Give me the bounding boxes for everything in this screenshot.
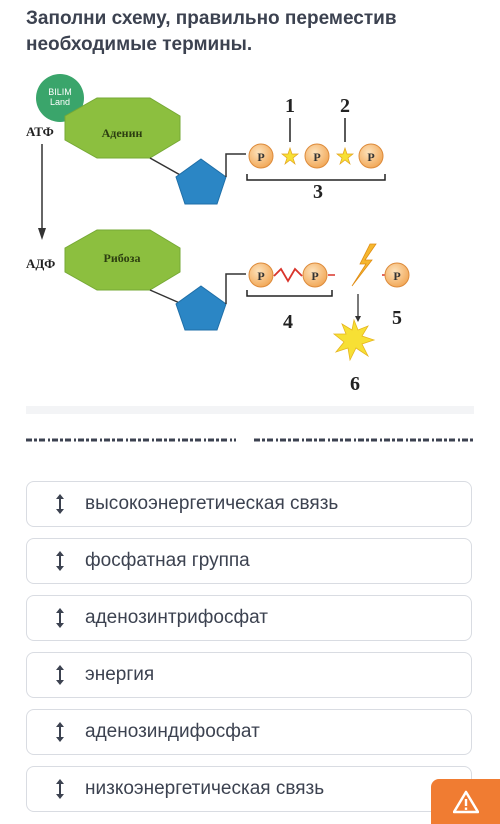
vertical-arrows-icon[interactable] (53, 551, 67, 571)
report-problem-button[interactable] (431, 779, 500, 824)
high-energy-bond-1 (281, 146, 299, 166)
phosphate-4: P (248, 262, 274, 288)
marker-4: 4 (283, 311, 293, 333)
svg-text:P: P (367, 150, 374, 164)
svg-text:P: P (313, 150, 320, 164)
svg-text:P: P (311, 269, 318, 283)
high-energy-bond-2 (336, 146, 354, 166)
phosphate-3: P (358, 143, 384, 169)
term-option[interactable]: высокоэнергетическая связь (26, 481, 472, 527)
term-label: аденозиндифосфат (85, 721, 260, 742)
term-label: фосфатная группа (85, 550, 250, 571)
task-title: Заполни схему, правильно переместив необ… (26, 8, 397, 55)
lightning-icon (351, 243, 377, 287)
term-option[interactable]: низкоэнергетическая связь (26, 766, 472, 812)
drop-zone-dashes (26, 438, 474, 442)
term-label: низкоэнергетическая связь (85, 778, 325, 799)
warning-icon (452, 790, 479, 813)
term-label: высокоэнергетическая связь (85, 493, 339, 514)
adenine-label: Аденин (102, 126, 143, 140)
term-label: аденозинтрифосфат (85, 607, 268, 628)
svg-text:P: P (257, 150, 264, 164)
marker-5: 5 (392, 307, 402, 329)
vertical-arrows-icon[interactable] (53, 494, 67, 514)
term-label: энергия (85, 664, 155, 685)
adenine-shape (64, 97, 181, 159)
term-option[interactable]: аденозиндифосфат (26, 709, 472, 755)
marker-2: 2 (340, 95, 350, 117)
bilimland-logo: BILIM Land (36, 74, 84, 122)
term-option[interactable]: энергия (26, 652, 472, 698)
energy-star-icon (332, 318, 376, 362)
marker-6: 6 (350, 373, 360, 395)
ribose-label: Рибоза (104, 251, 141, 265)
atp-molecule: Аденин P P P (64, 95, 386, 205)
logo-line1: BILIM (48, 87, 72, 97)
svg-text:P: P (257, 269, 264, 283)
phosphate-2: P (304, 143, 330, 169)
term-option[interactable]: фосфатная группа (26, 538, 472, 584)
pentose-shape-2 (175, 285, 227, 331)
adp-molecule: Рибоза P P P 4 5 (64, 229, 410, 395)
ribose-shape (64, 229, 181, 291)
vertical-arrows-icon[interactable] (53, 665, 67, 685)
vertical-arrows-icon[interactable] (53, 722, 67, 742)
svg-text:P: P (393, 269, 400, 283)
atp-adp-diagram: BILIM Land АТФ АДФ Аденин P (0, 68, 500, 408)
marker-3: 3 (313, 181, 323, 203)
vertical-arrows-icon[interactable] (53, 608, 67, 628)
pentose-shape (175, 158, 227, 205)
conversion-arrow (38, 144, 46, 240)
marker-1: 1 (285, 95, 295, 117)
logo-line2: Land (50, 97, 70, 107)
atf-label: АТФ (26, 124, 54, 139)
term-option[interactable]: аденозинтрифосфат (26, 595, 472, 641)
adf-label: АДФ (26, 256, 55, 271)
section-separator (26, 406, 474, 414)
phosphate-free: P (384, 262, 410, 288)
vertical-arrows-icon[interactable] (53, 779, 67, 799)
phosphate-1: P (248, 143, 274, 169)
phosphate-5: P (302, 262, 328, 288)
low-energy-bond (273, 267, 303, 283)
